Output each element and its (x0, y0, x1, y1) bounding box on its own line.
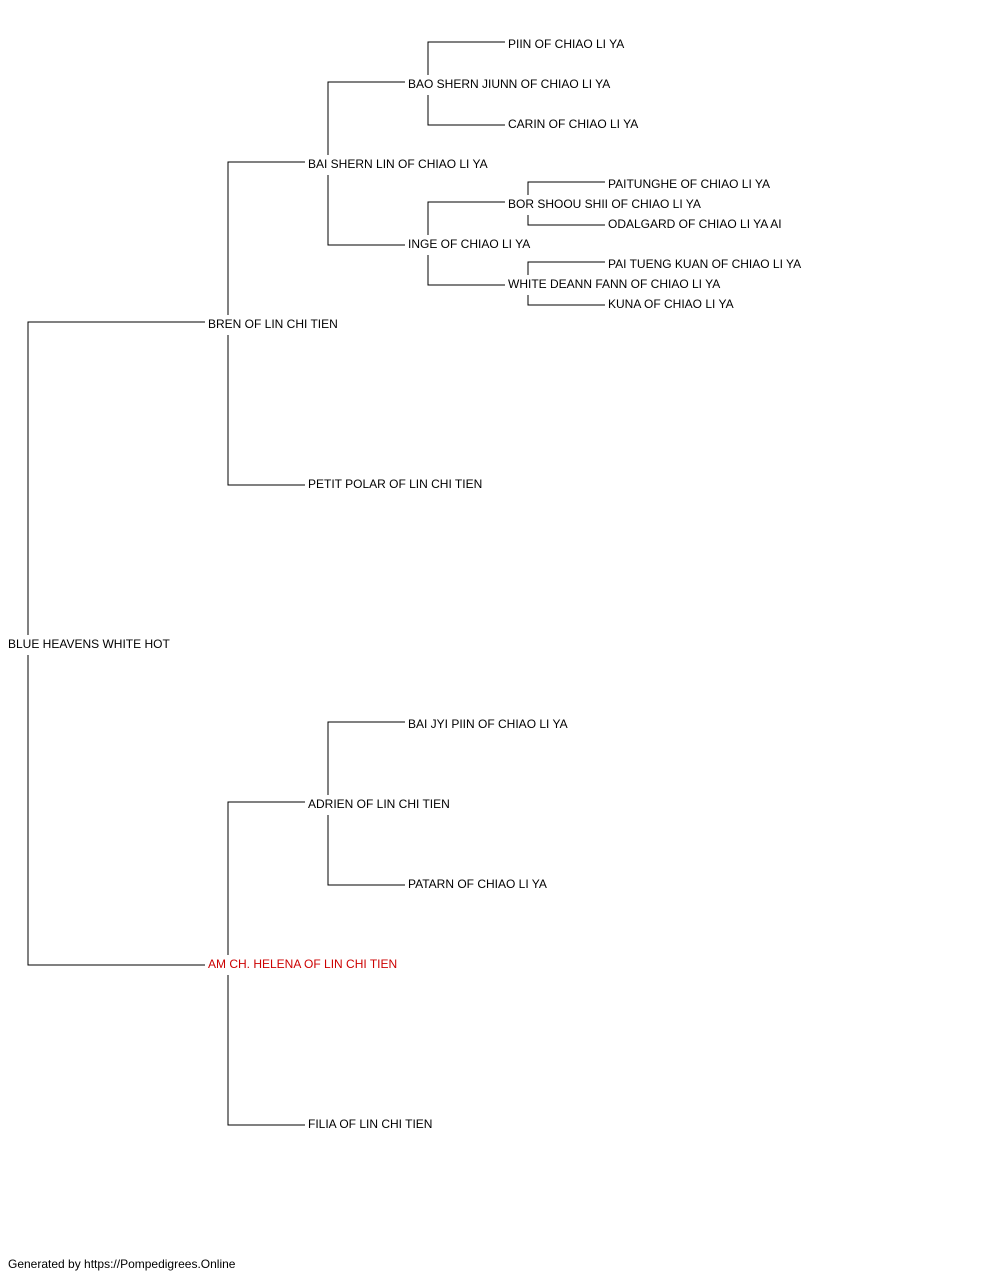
gen4-ssds-name: BOR SHOOU SHII OF CHIAO LI YA (508, 197, 701, 211)
gen4-ssss-name: PIIN OF CHIAO LI YA (508, 37, 624, 51)
connector-dam-sire-sire (327, 721, 405, 795)
connector-lines (27, 41, 605, 1126)
gen4-sssd-name: CARIN OF CHIAO LI YA (508, 117, 638, 131)
connector-ssds-sire (527, 181, 605, 195)
gen4-ssdd-name: WHITE DEANN FANN OF CHIAO LI YA (508, 277, 720, 291)
dam-sire-name: ADRIEN OF LIN CHI TIEN (308, 797, 450, 811)
connector-sire-sire (227, 161, 305, 315)
dog-names: BLUE HEAVENS WHITE HOT BREN OF LIN CHI T… (8, 37, 801, 1131)
sire-dam-name: PETIT POLAR OF LIN CHI TIEN (308, 477, 482, 491)
connector-sire-sire-sire (327, 81, 405, 155)
connector-dam-sire-dam (327, 815, 405, 886)
sire-sire-sire-name: BAO SHERN JIUNN OF CHIAO LI YA (408, 77, 610, 91)
connector-ssd-sire (427, 201, 505, 235)
dam-dam-name: FILIA OF LIN CHI TIEN (308, 1117, 432, 1131)
connector-sss-dam (427, 95, 505, 126)
gen5-ssdsd-name: ODALGARD OF CHIAO LI YA AI (608, 217, 782, 231)
connector-ssdd-dam (527, 295, 605, 306)
connector-ssdd-sire (527, 261, 605, 275)
gen5-ssdds-name: PAI TUENG KUAN OF CHIAO LI YA (608, 257, 801, 271)
connector-ssds-dam (527, 215, 605, 226)
footer-credit: Generated by https://Pompedigrees.Online (8, 1257, 236, 1271)
subject-dog-name: BLUE HEAVENS WHITE HOT (8, 637, 170, 651)
connector-subject-dam (27, 655, 205, 966)
connector-ssd-dam (427, 255, 505, 286)
connector-dam-dam (227, 975, 305, 1126)
sire-name: BREN OF LIN CHI TIEN (208, 317, 338, 331)
sire-sire-name: BAI SHERN LIN OF CHIAO LI YA (308, 157, 488, 171)
gen5-ssddd-name: KUNA OF CHIAO LI YA (608, 297, 734, 311)
sire-sire-dam-name: INGE OF CHIAO LI YA (408, 237, 530, 251)
connector-sire-dam (227, 335, 305, 486)
dam-sire-sire-name: BAI JYI PIIN OF CHIAO LI YA (408, 717, 568, 731)
gen5-ssdss-name: PAITUNGHE OF CHIAO LI YA (608, 177, 770, 191)
connector-dam-sire (227, 801, 305, 955)
connector-sss-sire (427, 41, 505, 75)
dam-name: AM CH. HELENA OF LIN CHI TIEN (208, 957, 397, 971)
connector-sire-sire-dam (327, 175, 405, 246)
dam-sire-dam-name: PATARN OF CHIAO LI YA (408, 877, 547, 891)
connector-subject-sire (27, 321, 205, 635)
